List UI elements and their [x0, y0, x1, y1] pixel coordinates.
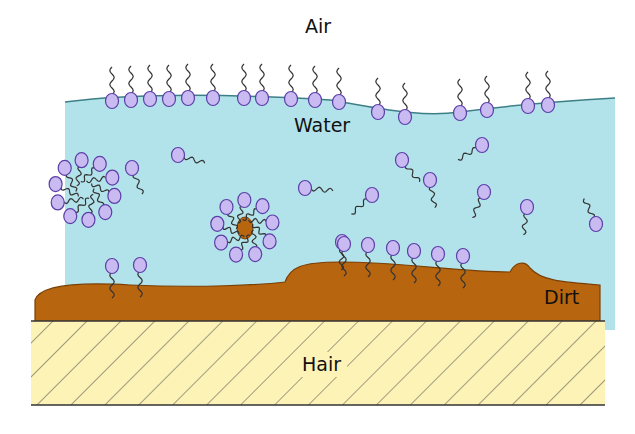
region-label: Hair — [296, 352, 347, 377]
region-label: Water — [294, 115, 350, 136]
region-label: Air — [305, 16, 331, 37]
hair-strand: Hair — [30, 320, 606, 406]
region-label: Dirt — [544, 287, 579, 308]
